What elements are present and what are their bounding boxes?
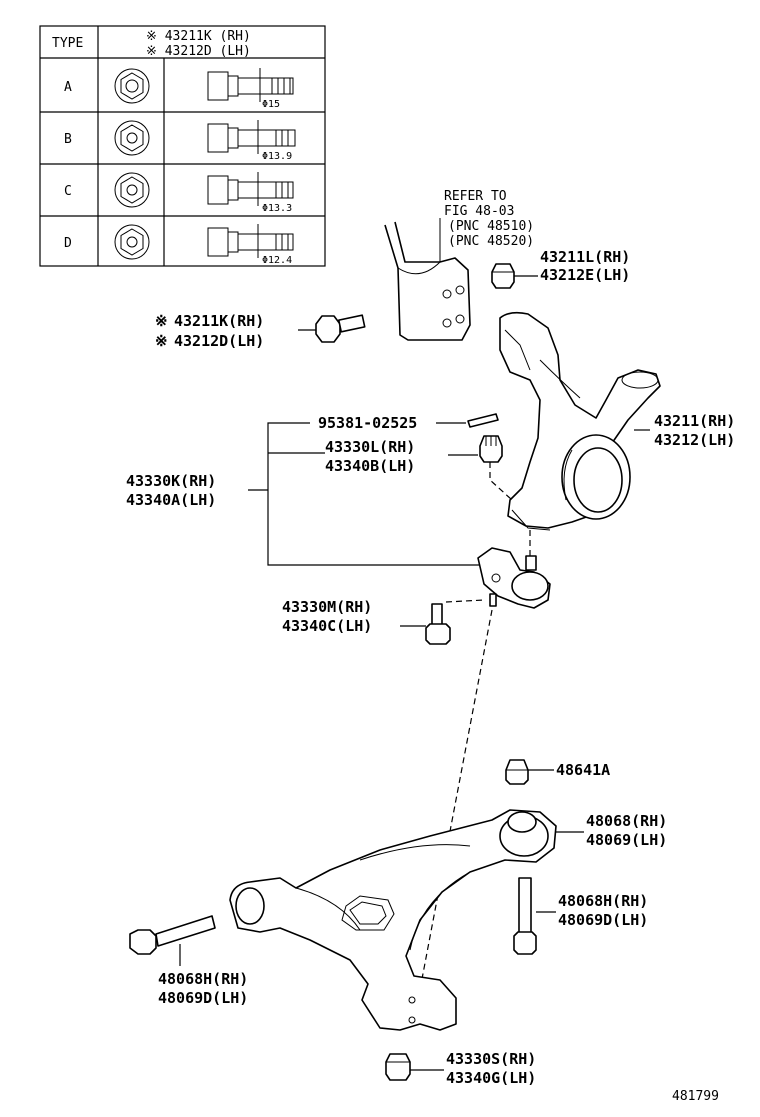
table-row-type-b: B [64, 132, 72, 147]
camber-bolt-icon [315, 314, 366, 343]
bolt-type-table: TYPE ※ 43211K (RH) ※ 43212D (LH) A B C D [39, 25, 326, 267]
cotter-pin-icon [467, 413, 499, 428]
label-ball-joint-lh: 43340A(LH) [126, 491, 216, 509]
strut-bracket-drawing [384, 221, 471, 341]
eccentric-bolt-icon [207, 68, 294, 102]
label-ball-joint-rh: 43330K(RH) [126, 472, 216, 490]
ball-joint-drawing [477, 547, 551, 609]
table-row-diameter-c: Φ13.3 [262, 203, 292, 214]
table-header-part-rh: ※ 43211K (RH) [146, 29, 251, 44]
label-bj-bolt-rh: 43330M(RH) [282, 598, 372, 616]
table-header-part-lh: ※ 43212D (LH) [146, 44, 251, 59]
hex-head-icon [114, 224, 150, 260]
figure-id: 481799 [672, 1089, 719, 1104]
label-arm-bolt-right-lh: 48069D(LH) [558, 911, 648, 929]
table-row-diameter-a: Φ15 [262, 99, 280, 110]
hex-head-icon [114, 68, 150, 104]
mark-bolt-rh: ※ [155, 312, 168, 330]
nut-icon [385, 1053, 411, 1081]
refer-line-4: (PNC 48520) [448, 234, 534, 249]
label-bj-bolt-lh: 43340C(LH) [282, 617, 372, 635]
label-nut-top-lh: 43212E(LH) [540, 266, 630, 284]
table-header-type: TYPE [52, 36, 83, 51]
refer-line-1: REFER TO [444, 189, 507, 204]
label-arm-bolt-left-lh: 48069D(LH) [158, 989, 248, 1007]
eccentric-bolt-icon [207, 172, 294, 206]
hex-head-icon [114, 172, 150, 208]
nut-icon [491, 263, 515, 289]
lower-control-arm-drawing [229, 809, 557, 1031]
steering-knuckle-drawing [499, 311, 661, 531]
arm-bolt-icon [513, 877, 537, 955]
label-arm-bolt-right-rh: 48068H(RH) [558, 892, 648, 910]
label-bj-nut-rh: 43330S(RH) [446, 1050, 536, 1068]
table-row-type-d: D [64, 236, 72, 251]
label-knuckle-lh: 43212(LH) [654, 431, 735, 449]
eccentric-bolt-icon [207, 224, 294, 258]
refer-line-2: FIG 48-03 [444, 204, 514, 219]
table-row-type-c: C [64, 184, 72, 199]
arm-bolt-icon [129, 915, 216, 955]
table-row-type-a: A [64, 80, 72, 95]
label-knuckle-rh: 43211(RH) [654, 412, 735, 430]
hex-head-icon [114, 120, 150, 156]
label-cotter-pin: 95381-02525 [318, 414, 417, 432]
label-nut-top-rh: 43211L(RH) [540, 248, 630, 266]
eccentric-bolt-icon [207, 120, 296, 154]
nut-icon [505, 759, 529, 785]
label-bolt-lh: 43212D(LH) [174, 332, 264, 350]
refer-note: REFER TO FIG 48-03 (PNC 48510) (PNC 4852… [439, 189, 534, 262]
mark-bolt-lh: ※ [155, 332, 168, 350]
label-arm-bolt-left-rh: 48068H(RH) [158, 970, 248, 988]
table-row-diameter-b: Φ13.9 [262, 151, 292, 162]
label-bj-nut-lh: 43340G(LH) [446, 1069, 536, 1087]
refer-line-3: (PNC 48510) [448, 219, 534, 234]
ball-joint-bolt-icon [425, 603, 451, 645]
label-nut-48641a: 48641A [556, 761, 610, 779]
label-arm-rh: 48068(RH) [586, 812, 667, 830]
label-castle-nut-rh: 43330L(RH) [325, 438, 415, 456]
label-arm-lh: 48069(LH) [586, 831, 667, 849]
table-row-diameter-d: Φ12.4 [262, 255, 292, 266]
castle-nut-icon [479, 435, 503, 463]
label-castle-nut-lh: 43340B(LH) [325, 457, 415, 475]
label-bolt-rh: 43211K(RH) [174, 312, 264, 330]
